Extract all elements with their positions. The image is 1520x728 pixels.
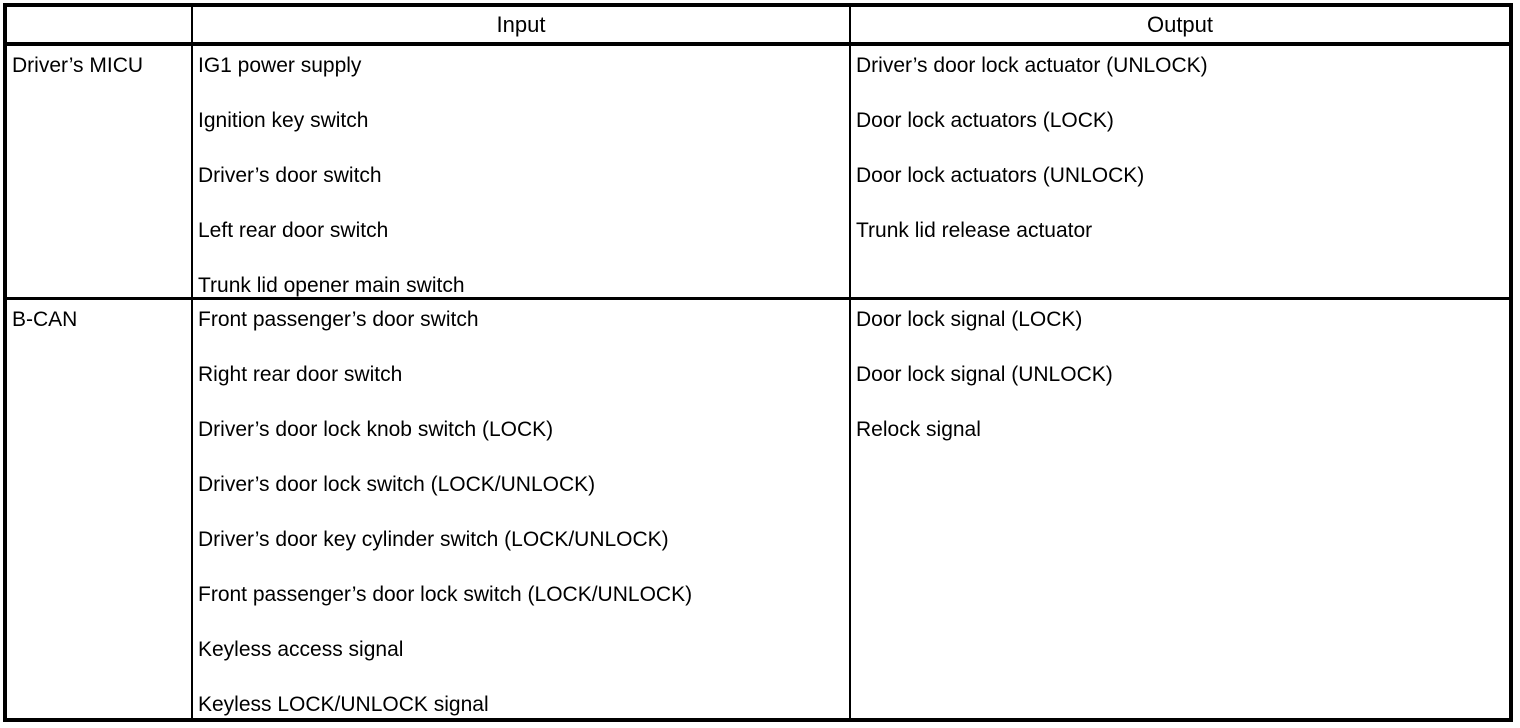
- header-corner-cell: [7, 7, 191, 46]
- input-item: Ignition key switch: [198, 109, 369, 132]
- input-item: Left rear door switch: [198, 219, 389, 242]
- row-label-drivers-micu: Driver’s MICU: [7, 46, 191, 300]
- input-item: Keyless access signal: [198, 638, 404, 661]
- input-item: Driver’s door lock switch (LOCK/UNLOCK): [198, 473, 596, 496]
- input-item: IG1 power supply: [198, 54, 362, 77]
- header-output: Output: [849, 7, 1509, 46]
- input-item: Driver’s door lock knob switch (LOCK): [198, 418, 554, 441]
- output-item: Trunk lid release actuator: [856, 219, 1093, 242]
- inputs-cell-b-can: Front passenger’s door switch Right rear…: [191, 300, 849, 718]
- output-item: Driver’s door lock actuator (UNLOCK): [856, 54, 1208, 77]
- input-output-table: Input Output Driver’s MICU IG1 power sup…: [3, 3, 1513, 722]
- row-label-text: Driver’s MICU: [12, 54, 144, 77]
- input-item: Trunk lid opener main switch: [198, 274, 465, 297]
- input-item: Driver’s door key cylinder switch (LOCK/…: [198, 528, 669, 551]
- input-item: Front passenger’s door lock switch (LOCK…: [198, 583, 693, 606]
- row-label-text: B-CAN: [12, 308, 78, 331]
- output-item: Door lock actuators (LOCK): [856, 109, 1114, 132]
- input-item: Keyless LOCK/UNLOCK signal: [198, 693, 489, 716]
- header-input: Input: [191, 7, 849, 46]
- input-item: Right rear door switch: [198, 363, 403, 386]
- outputs-cell-b-can: Door lock signal (LOCK) Door lock signal…: [849, 300, 1509, 718]
- output-item: Door lock actuators (UNLOCK): [856, 164, 1145, 187]
- input-item: Driver’s door switch: [198, 164, 382, 187]
- outputs-cell-drivers-micu: Driver’s door lock actuator (UNLOCK) Doo…: [849, 46, 1509, 300]
- output-item: Relock signal: [856, 418, 981, 441]
- row-label-b-can: B-CAN: [7, 300, 191, 718]
- output-item: Door lock signal (UNLOCK): [856, 363, 1113, 386]
- output-item: Door lock signal (LOCK): [856, 308, 1083, 331]
- inputs-cell-drivers-micu: IG1 power supply Ignition key switch Dri…: [191, 46, 849, 300]
- input-item: Front passenger’s door switch: [198, 308, 479, 331]
